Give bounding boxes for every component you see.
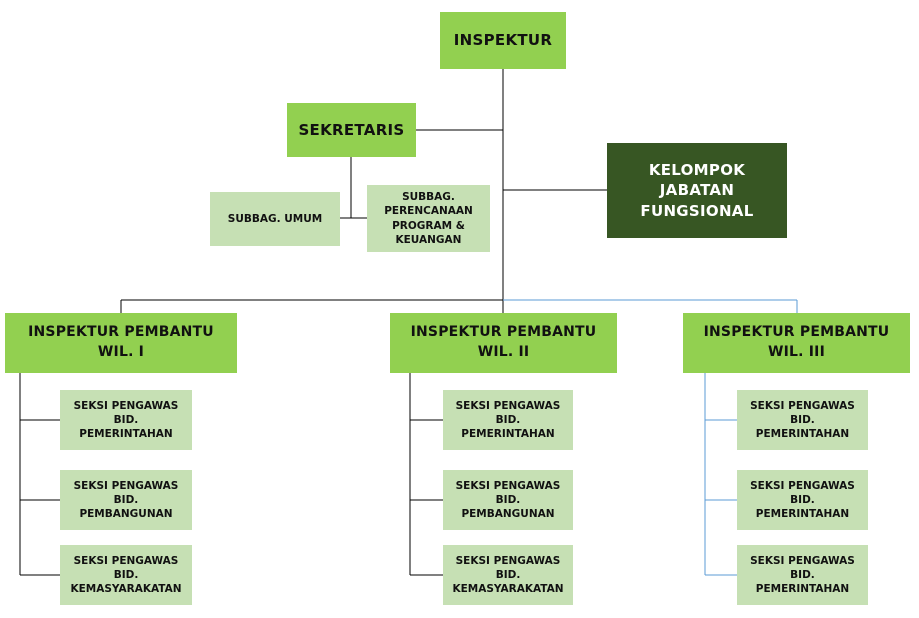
box-inspektur-pembantu-wil-3: INSPEKTUR PEMBANTU WIL. III [683,313,910,373]
box-kelompok-jabatan-fungsional: KELOMPOK JABATAN FUNGSIONAL [607,143,787,238]
box-inspektur-pembantu-wil-1: INSPEKTUR PEMBANTU WIL. I [5,313,237,373]
box-sekretaris: SEKRETARIS [287,103,416,157]
box-subbag-umum: SUBBAG. UMUM [210,192,340,246]
box-wil3-seksi-2: SEKSI PENGAWAS BID. PEMERINTAHAN [737,470,868,530]
box-wil1-seksi-pembangunan: SEKSI PENGAWAS BID. PEMBANGUNAN [60,470,192,530]
box-inspektur-pembantu-wil-2: INSPEKTUR PEMBANTU WIL. II [390,313,617,373]
box-wil3-seksi-3: SEKSI PENGAWAS BID. PEMERINTAHAN [737,545,868,605]
box-wil2-seksi-kemasyarakatan: SEKSI PENGAWAS BID. KEMASYARAKATAN [443,545,573,605]
box-inspektur: INSPEKTUR [440,12,566,69]
box-wil3-seksi-1: SEKSI PENGAWAS BID. PEMERINTAHAN [737,390,868,450]
box-wil2-seksi-pemerintahan: SEKSI PENGAWAS BID. PEMERINTAHAN [443,390,573,450]
box-wil1-seksi-pemerintahan: SEKSI PENGAWAS BID. PEMERINTAHAN [60,390,192,450]
box-subbag-perencanaan: SUBBAG. PERENCANAAN PROGRAM & KEUANGAN [367,185,490,252]
box-wil1-seksi-kemasyarakatan: SEKSI PENGAWAS BID. KEMASYARAKATAN [60,545,192,605]
box-wil2-seksi-pembangunan: SEKSI PENGAWAS BID. PEMBANGUNAN [443,470,573,530]
